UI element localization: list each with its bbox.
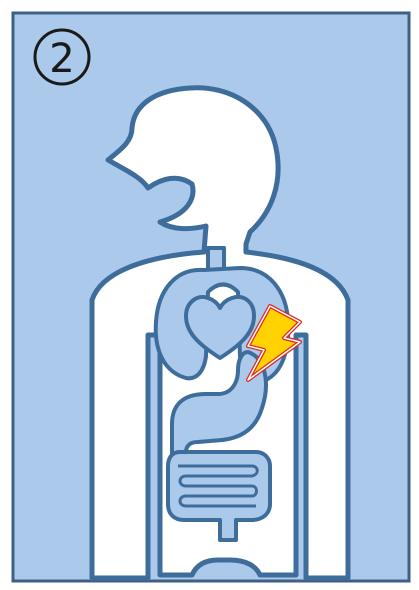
step-number: 2 — [49, 36, 74, 82]
